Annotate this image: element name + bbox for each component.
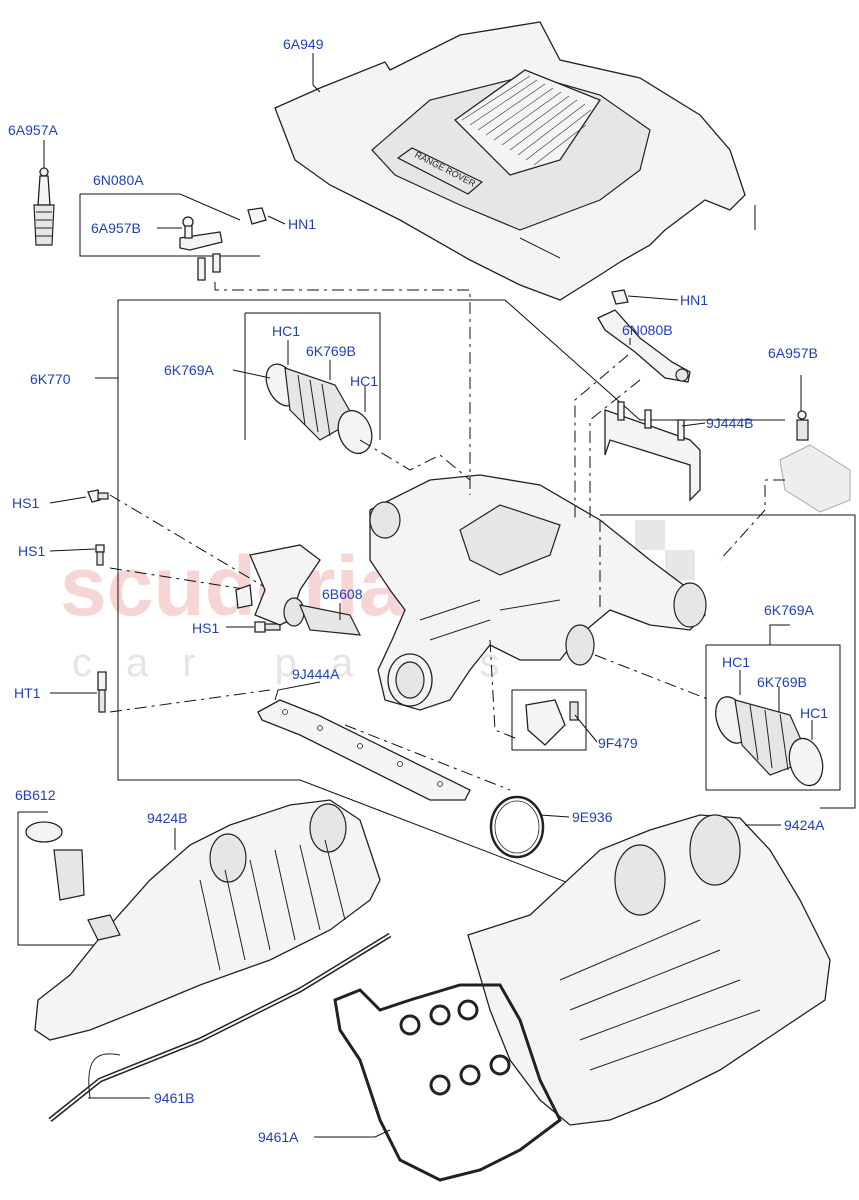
oring-9e936[interactable] bbox=[489, 795, 545, 859]
label-6k770[interactable]: 6K770 bbox=[30, 371, 71, 387]
label-9e936[interactable]: 9E936 bbox=[572, 809, 613, 825]
sensor-9f479[interactable] bbox=[511, 689, 587, 751]
gasket-9461a[interactable] bbox=[333, 983, 562, 1182]
label-hc1-right-low[interactable]: HC1 bbox=[800, 705, 828, 721]
gasket-9461b[interactable] bbox=[48, 932, 392, 1122]
label-6k769a-left[interactable]: 6K769A bbox=[164, 362, 214, 378]
assembly-frame bbox=[95, 205, 856, 896]
label-hn1-left[interactable]: HN1 bbox=[288, 216, 316, 232]
screw-hs1-top[interactable] bbox=[87, 489, 109, 503]
label-6k769a-right[interactable]: 6K769A bbox=[764, 602, 814, 618]
nut-hn1-left[interactable] bbox=[247, 207, 267, 225]
label-9424a[interactable]: 9424A bbox=[784, 817, 825, 833]
clip-6a957a[interactable] bbox=[33, 167, 55, 246]
label-6n080b[interactable]: 6N080B bbox=[622, 322, 673, 338]
label-ht1[interactable]: HT1 bbox=[14, 685, 41, 701]
label-6a957b-left[interactable]: 6A957B bbox=[91, 220, 141, 236]
label-6b612[interactable]: 6B612 bbox=[15, 787, 56, 803]
clamp-hc1-left-right[interactable] bbox=[332, 406, 377, 458]
label-hc1-right-top[interactable]: HC1 bbox=[722, 654, 750, 670]
engine-cover-6a949[interactable]: RANGE ROVER bbox=[274, 21, 746, 301]
duct-6k769a-left-group bbox=[244, 312, 381, 440]
label-hs1-low[interactable]: HS1 bbox=[192, 620, 219, 636]
hose-6k769b-left[interactable] bbox=[284, 367, 356, 441]
label-hs1-mid[interactable]: HS1 bbox=[18, 543, 45, 559]
screw-hs1-mid[interactable] bbox=[95, 544, 105, 566]
clip-6a957b-right[interactable] bbox=[779, 410, 851, 513]
screw-hs1-low[interactable] bbox=[254, 621, 281, 633]
label-9f479[interactable]: 9F479 bbox=[598, 735, 638, 751]
label-hn1-right[interactable]: HN1 bbox=[680, 292, 708, 308]
intake-manifold-6k770[interactable] bbox=[369, 474, 707, 711]
label-9461b[interactable]: 9461B bbox=[154, 1090, 194, 1106]
clamp-hc1-right-low[interactable] bbox=[784, 735, 827, 790]
strip-9j444a[interactable] bbox=[257, 699, 471, 801]
valve-cover-9424b[interactable] bbox=[34, 799, 381, 1041]
label-6n080a[interactable]: 6N080A bbox=[93, 172, 144, 188]
label-6k769b-right[interactable]: 6K769B bbox=[757, 674, 807, 690]
pipe-6b608[interactable] bbox=[235, 544, 362, 636]
nut-hn1-right[interactable] bbox=[611, 289, 629, 305]
label-9424b[interactable]: 9424B bbox=[147, 810, 187, 826]
valve-cover-9424a[interactable] bbox=[467, 814, 831, 1126]
label-9j444a[interactable]: 9J444A bbox=[292, 666, 340, 682]
label-hc1-left-right[interactable]: HC1 bbox=[350, 373, 378, 389]
label-6a957b-right[interactable]: 6A957B bbox=[768, 345, 818, 361]
duct-6k769a-right-group bbox=[705, 624, 841, 791]
label-9461a[interactable]: 9461A bbox=[258, 1129, 299, 1145]
label-9j444b[interactable]: 9J444B bbox=[706, 415, 753, 431]
label-6b608[interactable]: 6B608 bbox=[322, 586, 363, 602]
label-hs1-top[interactable]: HS1 bbox=[12, 495, 39, 511]
label-hc1-left-top[interactable]: HC1 bbox=[272, 323, 300, 339]
leader-lines bbox=[43, 53, 813, 1138]
bracket-6n080a[interactable] bbox=[79, 193, 260, 281]
sensor-ht1[interactable] bbox=[97, 671, 107, 713]
label-6a949[interactable]: 6A949 bbox=[283, 36, 324, 52]
bracket-9j444b[interactable] bbox=[604, 401, 701, 502]
cap-6b612[interactable] bbox=[17, 811, 95, 946]
label-6a957a[interactable]: 6A957A bbox=[8, 122, 58, 138]
label-6k769b-left[interactable]: 6K769B bbox=[306, 343, 356, 359]
bracket-6n080b[interactable] bbox=[597, 309, 691, 383]
